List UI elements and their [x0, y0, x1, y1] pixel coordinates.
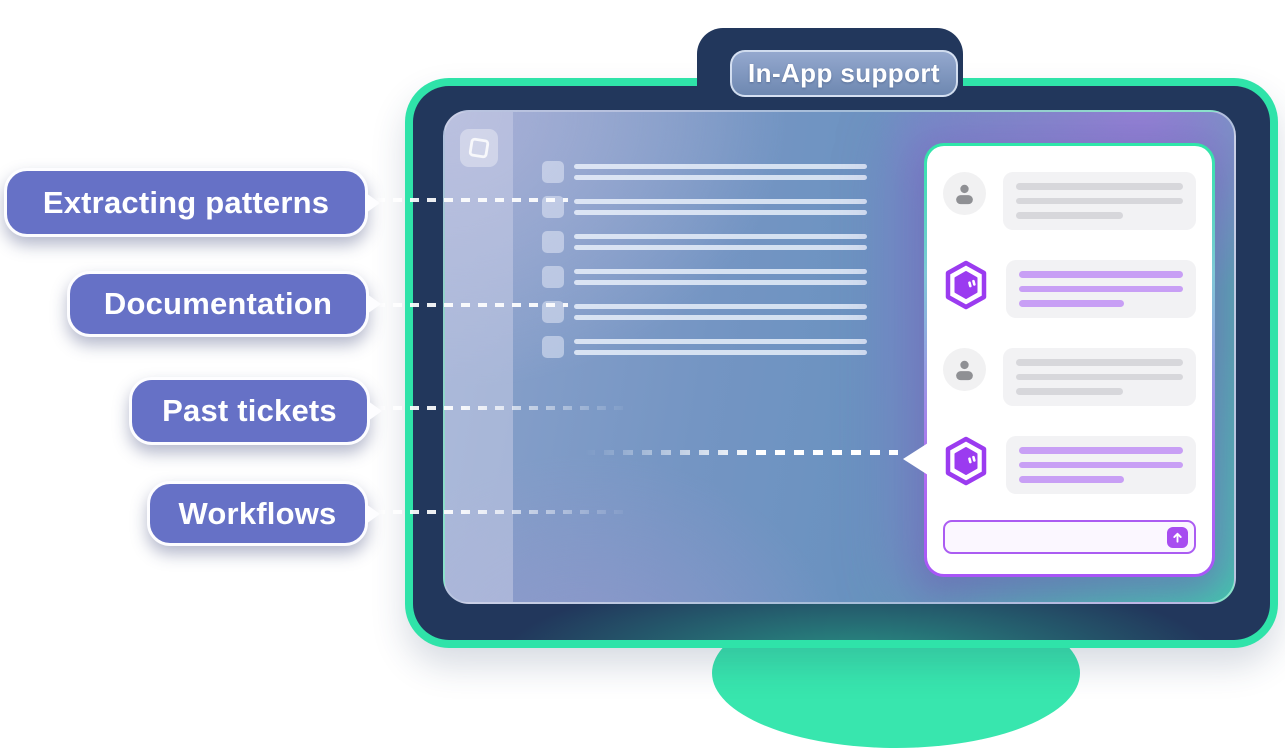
chat-message-user: [943, 172, 1196, 230]
list-item: [542, 161, 867, 183]
send-button[interactable]: [1167, 526, 1188, 548]
text-skeleton: [574, 336, 867, 358]
chat-message-user: [943, 348, 1196, 406]
checkbox-placeholder: [542, 161, 564, 183]
pill-tail-icon: [366, 503, 380, 524]
connector-extracting-patterns: [376, 198, 568, 202]
callout-extracting-patterns: Extracting patterns: [4, 168, 380, 237]
checkbox-placeholder: [542, 336, 564, 358]
bot-hexagon-icon: [943, 260, 989, 310]
message-bubble: [1006, 260, 1196, 318]
user-avatar-icon: [943, 348, 986, 391]
pill-tail-icon: [368, 401, 382, 421]
connector-documentation: [376, 303, 568, 307]
callout-label: Documentation: [103, 286, 333, 321]
arrow-up-icon: [1173, 532, 1182, 543]
connector-workflows: [376, 510, 644, 514]
user-avatar-icon: [943, 172, 986, 215]
text-skeleton: [574, 196, 867, 218]
bot-hexagon-icon: [943, 436, 989, 486]
sidebar-strip: [445, 112, 513, 602]
document-list: [542, 161, 867, 358]
callout-documentation: Documentation: [67, 271, 381, 337]
checkbox-placeholder: [542, 231, 564, 253]
callout-past-tickets: Past tickets: [129, 377, 382, 445]
app-window: [405, 78, 1278, 648]
text-skeleton: [574, 266, 867, 288]
app-content: [443, 110, 1236, 604]
pill-tail-icon: [367, 294, 381, 314]
chat-panel: [903, 143, 1215, 577]
text-skeleton: [574, 301, 867, 323]
list-item: [542, 231, 867, 253]
chat-messages: [943, 172, 1196, 494]
message-bubble: [1003, 172, 1196, 230]
list-item: [542, 336, 867, 358]
chat-message-bot: [943, 436, 1196, 494]
message-bubble: [1003, 348, 1196, 406]
chat-panel-tail: [903, 443, 928, 475]
callout-label: Extracting patterns: [42, 184, 330, 220]
chat-message-bot: [943, 260, 1196, 318]
in-app-support-badge: In-App support: [730, 50, 958, 97]
text-skeleton: [574, 231, 867, 253]
message-bubble: [1006, 436, 1196, 494]
list-item: [542, 196, 867, 218]
window-frame: [413, 86, 1270, 640]
app-logo-icon: [460, 129, 498, 167]
checkbox-placeholder: [542, 266, 564, 288]
chat-input[interactable]: [943, 520, 1196, 554]
list-item: [542, 266, 867, 288]
pill-tail-icon: [366, 192, 380, 213]
badge-label: In-App support: [748, 58, 940, 88]
connector-past-tickets: [376, 406, 644, 410]
window-tab: In-App support: [697, 28, 963, 108]
callout-label: Past tickets: [162, 393, 337, 428]
text-skeleton: [574, 161, 867, 183]
connector-to-chat-panel: [585, 450, 898, 455]
list-item: [542, 301, 867, 323]
callout-workflows: Workflows: [147, 481, 380, 546]
callout-label: Workflows: [178, 495, 337, 531]
